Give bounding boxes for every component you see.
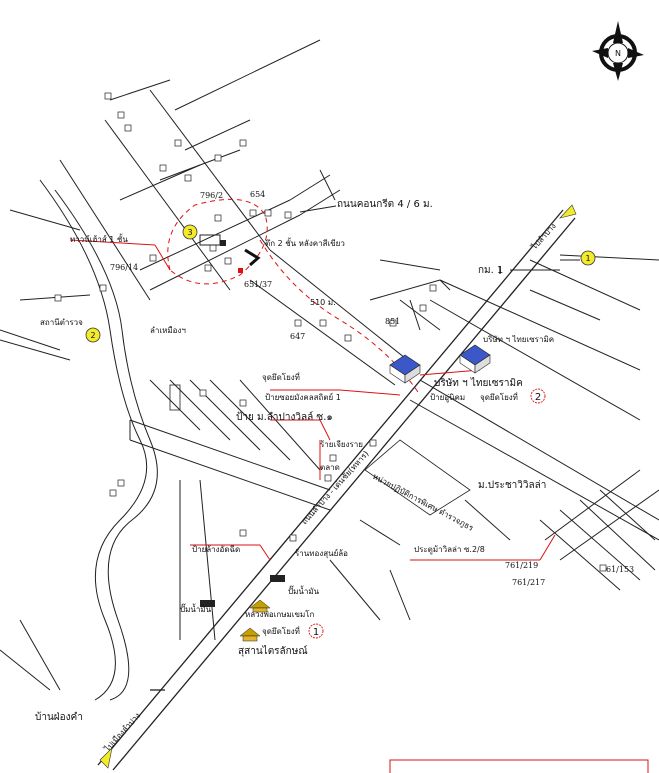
checkpoint-box [169, 384, 181, 411]
svg-text:2: 2 [535, 392, 541, 403]
label-concrete-road: ถนนคอนกรีต 4 / 6 ม. [337, 198, 433, 210]
label-mangkala-sign: ป้ายซอยมังคลสถิตย์ 1 [265, 392, 341, 402]
label-shrine: สุสานไตรลักษณ์ [238, 645, 308, 657]
label-651-37: 651/37 [244, 280, 272, 289]
label-bus-stop: ป้ายอู่นิคม [430, 393, 465, 403]
label-761-219: 761/219 [505, 561, 538, 570]
label-canal: ลำเหมืองฯ [150, 326, 186, 335]
label-851: 851 [385, 317, 400, 326]
pickup-number-2: 2 [530, 388, 546, 404]
label-pickup-1: จุดยึดโยงที่ [262, 625, 300, 636]
label-shop-house: ทาวน์เฮ้าส์ 1 ชั้น [70, 233, 128, 244]
company-building-icon [389, 354, 421, 384]
label-796-2: 796/2 [200, 191, 223, 200]
marker-2: 2 [85, 327, 101, 343]
label-km: กม. 1 [478, 265, 503, 276]
label-lampang-bottom: ไปเมืองลำปาง [102, 711, 142, 754]
svg-text:1: 1 [313, 627, 319, 638]
road-network [0, 39, 659, 701]
marker-3: 3 [182, 224, 198, 240]
label-market: ตลาด [320, 463, 340, 472]
label-distance: 510 ม. [310, 298, 336, 307]
label-two-storey: ตึก 2 ชั้น หลังคาสีเขียว [265, 237, 345, 248]
marker-1-label: 1 [585, 254, 590, 263]
pickup-number-1: 1 [308, 623, 324, 639]
house-icons [54, 92, 607, 572]
label-company: บริษัท ฯ ไทยเซรามิค [434, 377, 523, 389]
gas-station-icon [200, 575, 285, 607]
main-highway [97, 204, 577, 771]
label-furniture: ร้านทองสุนย์ล้อ [295, 548, 348, 558]
label-market-shop: ร้ายเจียงราย [320, 440, 363, 449]
shrine-icon [249, 599, 271, 613]
label-car-wash: ป้ายล้างอัดฉีด [192, 545, 240, 554]
temple-icon [239, 627, 261, 642]
label-796-14: 796/14 [110, 263, 138, 272]
label-police-station: สถานีตำรวจ [40, 318, 83, 327]
label-company-top: บริษัท ฯ ไทยเซรามิค [483, 335, 554, 344]
marker-3-label: 3 [187, 228, 192, 237]
label-gas-station: ปั๊มน้ำมัน [288, 585, 320, 596]
compass-icon: N [592, 21, 644, 81]
label-pickup-point: จุดยึดโยงที่ [262, 371, 300, 382]
legend-frame [389, 759, 649, 773]
label-654: 654 [250, 190, 265, 199]
label-61-153: 61/153 [606, 565, 634, 574]
two-storey-building-icon [199, 234, 261, 273]
label-ban-mueang: บ้านฝ่องคำ [35, 711, 83, 723]
company-building-icon-2 [459, 344, 491, 374]
marker-1: 1 [580, 250, 596, 266]
label-761-217: 761/217 [512, 578, 545, 587]
marker-2-label: 2 [90, 331, 95, 340]
label-gas-station-2: ปั๊มน้ำมัน [180, 603, 212, 614]
compass-label: N [615, 49, 621, 58]
label-moo-sign: ป้าย ม.ลำปางวิลล์ ซ.๑ [236, 411, 333, 423]
government-building-box [364, 439, 471, 516]
label-temple: หลวงพ่อเกษมเขมโก [245, 609, 315, 619]
label-pracha-villa: ประตูม้าวิลล่า ซ.2/8 [414, 545, 485, 555]
label-647: 647 [290, 332, 305, 341]
label-lampang-right: ไปลำปาง [529, 221, 558, 252]
label-pickup-2: จุดยึดโยงที่ [480, 391, 518, 402]
label-moo-village: ม.ประชาวิวิลล่า [478, 480, 546, 491]
label-government: หน่วยปฏิบัติการพิเศษ ตำรวจภูธร [371, 472, 476, 534]
